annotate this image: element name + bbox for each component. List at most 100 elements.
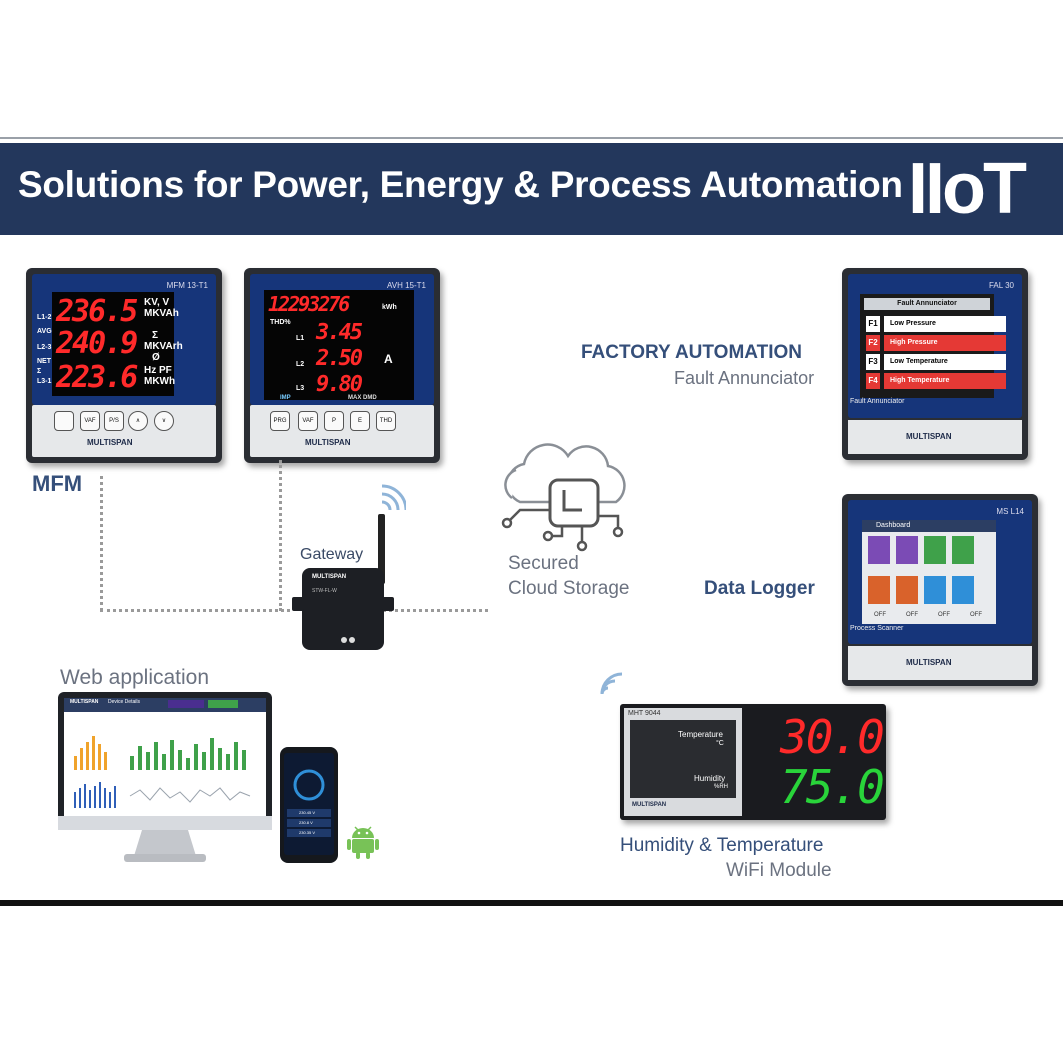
gateway-model: STW-FL-W <box>312 588 337 594</box>
mfm-reading-3: 223.6 <box>56 360 138 395</box>
mfm-unit: Σ <box>152 330 159 341</box>
logger-tile <box>952 576 974 604</box>
avh-button-vaf[interactable]: VAF <box>298 411 318 431</box>
avh-side-label: L1 <box>296 335 305 342</box>
fal-fault-code: F2 <box>866 335 880 351</box>
fal-panel: FAL 30 Fault Annunciator F1 Low Pressure… <box>842 268 1028 460</box>
avh-reading-2: 2.50 <box>316 346 363 371</box>
fal-fault-row: Low Pressure <box>884 316 1006 332</box>
avh-side-label: L3 <box>296 385 305 392</box>
fal-fault-code: F1 <box>866 316 880 332</box>
avh-reading-3: 9.80 <box>316 372 363 397</box>
avh-thd-label: THD% <box>270 319 291 326</box>
mfm-unit: Hz PF <box>144 365 172 376</box>
mfm-unit: KV, V <box>144 297 170 308</box>
logger-tile <box>924 536 946 564</box>
logger-off-label: OFF <box>938 612 950 618</box>
mfm-side-label: L3-1 <box>37 378 52 385</box>
avh-imp-label: IMP <box>280 395 291 401</box>
humidity-screen: Temperature °C Humidity %RH <box>630 720 736 798</box>
humidity-label-panel: MHT 9044 Temperature °C Humidity %RH MUL… <box>624 708 742 816</box>
avh-top-unit: kWh <box>382 304 397 311</box>
logger-screen: Dashboard OFF OFF OFF OFF <box>862 520 996 624</box>
logger-off-label: OFF <box>874 612 886 618</box>
title-banner <box>0 143 1063 235</box>
fal-bottom: MULTISPAN <box>848 420 1022 454</box>
logger-brand: MULTISPAN <box>906 658 952 667</box>
avh-connector <box>279 460 282 611</box>
fal-fault-code: F4 <box>866 373 880 389</box>
fal-heading: FACTORY AUTOMATION <box>581 342 802 363</box>
humidity-module: MHT 9044 Temperature °C Humidity %RH MUL… <box>620 704 886 820</box>
web-header-brand: MULTISPAN <box>70 699 99 705</box>
avh-side-label: L2 <box>296 361 305 368</box>
monitor-illustration <box>58 692 272 862</box>
logger-panel: MS L14 Dashboard OFF OFF OFF OFF Process… <box>842 494 1038 686</box>
mfm-keypad: VAF P/S ∧ ∨ MULTISPAN <box>32 405 216 457</box>
gateway-brand: MULTISPAN <box>312 574 347 580</box>
cloud-storage-icon <box>501 443 626 552</box>
fal-face: FAL 30 Fault Annunciator F1 Low Pressure… <box>848 274 1022 418</box>
avh-meter: AVH 15-T1 12293276 kWh THD% 3.45 2.50 9.… <box>244 268 440 463</box>
humidity-brand: MULTISPAN <box>632 802 667 808</box>
bottom-divider <box>0 900 1063 906</box>
fal-fault-row: High Pressure <box>884 335 1006 351</box>
avh-keypad: PRG VAF P E THD MULTISPAN <box>250 405 434 457</box>
humidity-hum-unit: %RH <box>714 784 729 790</box>
avh-unit: A <box>384 352 393 366</box>
fal-fault-row: Low Temperature <box>884 354 1006 370</box>
mfm-unit: Ø <box>152 352 160 363</box>
humidity-model: MHT 9044 <box>628 710 661 717</box>
avh-button-prg[interactable]: PRG <box>270 411 290 431</box>
avh-model: AVH 15-T1 <box>387 281 426 290</box>
mfm-model: MFM 13-T1 <box>166 281 208 290</box>
logger-bottom: MULTISPAN <box>848 646 1032 680</box>
humidity-label-line1: Humidity & Temperature <box>620 835 824 856</box>
fal-fault-code: F3 <box>866 354 880 370</box>
mfm-reading-2: 240.9 <box>56 326 138 361</box>
wifi-signal-icon <box>600 672 623 695</box>
mfm-button-down[interactable]: ∨ <box>154 411 174 431</box>
mfm-button-up[interactable]: ∧ <box>128 411 148 431</box>
fal-screen: Fault Annunciator F1 Low Pressure F2 Hig… <box>860 294 1006 398</box>
phone-reading-3: 230.35 V <box>299 830 316 835</box>
fal-model: FAL 30 <box>988 281 1014 290</box>
top-divider <box>0 137 1063 139</box>
fal-screen-title: Fault Annunciator <box>864 298 990 310</box>
mfm-brand: MULTISPAN <box>87 438 133 447</box>
mfm-button-1[interactable] <box>54 411 74 431</box>
avh-reading-1: 3.45 <box>316 320 363 345</box>
meter-bus-connector <box>100 609 290 612</box>
humidity-value: 75.0 <box>780 760 885 814</box>
logger-screen-title: Dashboard <box>862 520 996 532</box>
mfm-button-ps[interactable]: P/S <box>104 411 124 431</box>
logger-label: Data Logger <box>704 578 815 599</box>
mfm-unit: MKVArh <box>144 341 183 352</box>
logger-model: MS L14 <box>996 507 1024 516</box>
gateway-label: Gateway <box>300 546 364 563</box>
avh-button-thd[interactable]: THD <box>376 411 396 431</box>
logger-tile <box>868 536 890 564</box>
humidity-temp-label: Temperature <box>678 730 723 739</box>
avh-button-e[interactable]: E <box>350 411 370 431</box>
logger-off-label: OFF <box>906 612 918 618</box>
fal-subheading: Fault Annunciator <box>674 368 815 388</box>
avh-button-p[interactable]: P <box>324 411 344 431</box>
web-label: Web application <box>60 666 210 689</box>
temperature-value: 30.0 <box>780 710 885 764</box>
avh-top-reading: 12293276 <box>268 292 350 316</box>
mfm-unit: MKVAh <box>144 308 179 319</box>
phone-reading-2: 230.8 V <box>299 820 313 825</box>
mfm-button-vaf[interactable]: VAF <box>80 411 100 431</box>
iiot-badge: IIoT <box>908 149 1027 229</box>
humidity-label-line2: WiFi Module <box>726 860 832 881</box>
fal-fault-row: High Temperature <box>884 373 1006 389</box>
logger-tile <box>924 576 946 604</box>
mfm-reading-1: 236.5 <box>56 294 138 329</box>
gateway-cloud-connector <box>370 609 488 612</box>
mfm-side-label: L2-3 <box>37 344 52 351</box>
humidity-hum-label: Humidity <box>694 774 726 783</box>
avh-face: AVH 15-T1 12293276 kWh THD% 3.45 2.50 9.… <box>250 274 434 405</box>
mfm-label: MFM <box>32 471 83 496</box>
avh-brand: MULTISPAN <box>305 438 351 447</box>
